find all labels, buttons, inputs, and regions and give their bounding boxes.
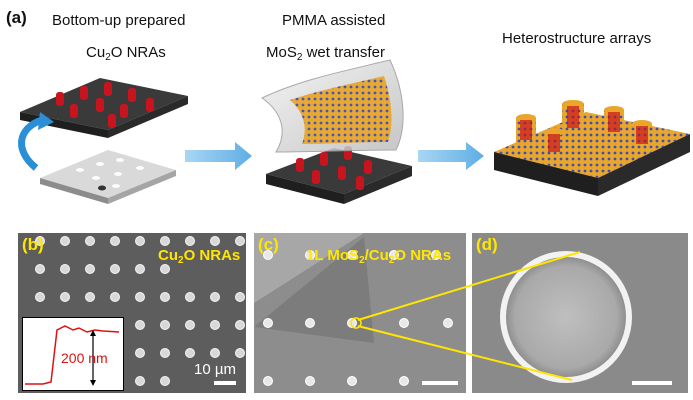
step1-subtitle: Cu2O NRAs — [86, 44, 166, 63]
single-nanorod-image — [472, 233, 688, 393]
step2-title: PMMA assisted — [282, 12, 386, 29]
pmma-mos2-film — [261, 59, 404, 153]
panel-b-scale-bar — [214, 381, 236, 385]
panel-d-scale-bar — [632, 381, 672, 385]
step2-subtitle: MoS2 wet transfer — [266, 44, 385, 63]
profile-height-label: 200 nm — [61, 350, 108, 366]
panel-c-sem-image: (c) 1L MoS2/Cu2O NRAs — [254, 233, 466, 393]
step3-title: Heterostructure arrays — [502, 30, 652, 47]
coated-nanorods — [516, 100, 652, 156]
flip-arrow — [18, 116, 44, 171]
panel-a-schematic — [18, 59, 690, 204]
nanorods — [56, 82, 154, 128]
panel-c-label: (c) — [258, 235, 279, 254]
height-profile-inset: 200 nm — [22, 317, 124, 391]
process-arrow-2 — [418, 142, 484, 170]
template-plate — [40, 150, 176, 204]
panel-b-sem-image: (b) Cu2O NRAs 200 nm 10 µm — [18, 233, 246, 393]
step1-title: Bottom-up prepared — [52, 12, 186, 29]
panel-b-label: (b) — [22, 235, 44, 254]
panel-b-material-label: Cu2O NRAs — [158, 247, 241, 266]
process-arrow-1 — [185, 142, 252, 170]
flip-arrow-head — [38, 112, 54, 130]
panel-c-scale-bar — [422, 381, 458, 385]
panel-b-scale-label: 10 µm — [194, 361, 236, 378]
panel-d-label: (d) — [476, 235, 498, 254]
panel-c-material-label: 1L MoS2/Cu2O NRAs — [306, 247, 452, 266]
mos2-flake-image — [254, 233, 466, 393]
panel-a-label: (a) — [6, 8, 27, 27]
transfer-substrate — [266, 146, 412, 204]
panel-d-sem-image: (d) — [472, 233, 688, 393]
height-profile-plot — [25, 325, 120, 386]
